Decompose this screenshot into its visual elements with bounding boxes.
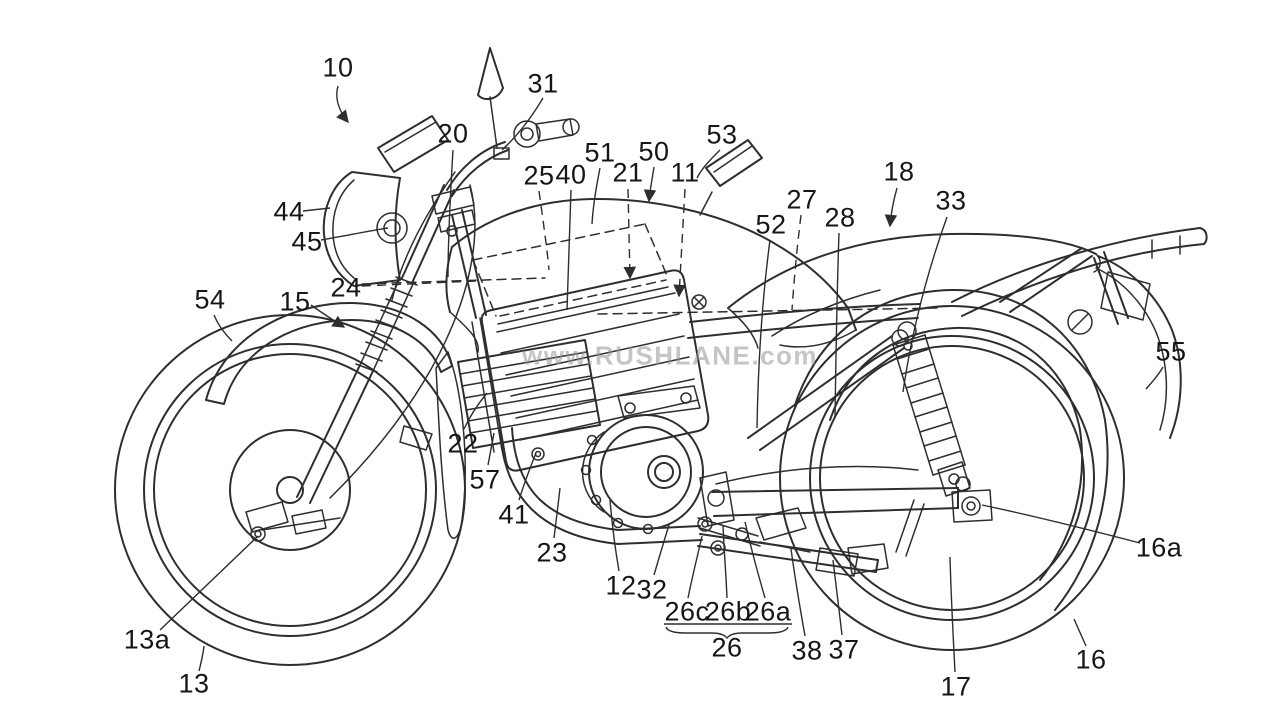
swingarm <box>711 465 959 517</box>
datum-lines <box>361 277 939 315</box>
ref-label-23: 23 <box>536 537 568 568</box>
ref-label-26b: 26b <box>704 596 752 627</box>
ref-label-11: 11 <box>670 157 700 188</box>
ref-label-10: 10 <box>322 52 354 83</box>
ref-label-51: 51 <box>584 137 616 168</box>
ref-label-45: 45 <box>291 226 323 257</box>
ref-label-22: 22 <box>447 428 479 459</box>
front-fender <box>205 301 466 539</box>
ref-label-52: 52 <box>755 209 787 240</box>
leader-lines <box>159 85 1164 673</box>
ref-label-13a: 13a <box>123 624 171 655</box>
ref-label-40: 40 <box>555 159 587 190</box>
rear-fender <box>1067 255 1182 439</box>
ref-label-50: 50 <box>638 136 670 167</box>
front-wheel <box>114 314 466 666</box>
ref-label-28: 28 <box>824 202 856 233</box>
ref-label-16: 16 <box>1075 644 1107 675</box>
ref-label-17: 17 <box>940 671 972 702</box>
ref-label-33: 33 <box>935 185 967 216</box>
ref-label-12: 12 <box>605 570 637 601</box>
front-fork <box>296 184 476 504</box>
ref-label-18: 18 <box>883 156 915 187</box>
headlight <box>322 171 408 287</box>
motor <box>580 385 704 535</box>
ref-label-44: 44 <box>273 196 305 227</box>
ref-label-21: 21 <box>612 157 644 188</box>
star-bolt <box>691 294 707 310</box>
ref-label-54: 54 <box>194 284 226 315</box>
rear-shock <box>892 321 971 497</box>
turn-signal <box>699 139 763 216</box>
frame <box>451 209 921 545</box>
ref-label-27: 27 <box>786 184 818 215</box>
ref-label-37: 37 <box>828 634 860 665</box>
ref-label-55: 55 <box>1155 336 1187 367</box>
cables <box>329 171 476 499</box>
ref-label-31: 31 <box>527 68 559 99</box>
tank-cover <box>445 197 857 353</box>
ref-label-20: 20 <box>437 118 469 149</box>
rear-rack <box>951 227 1208 325</box>
ref-label-26: 26 <box>711 632 743 663</box>
ref-label-25: 25 <box>523 160 555 191</box>
instrument-panel <box>377 115 449 173</box>
rear-inner-fender <box>794 288 1109 611</box>
label-group-brace <box>664 623 792 640</box>
ref-label-53: 53 <box>706 119 738 150</box>
ref-label-26c: 26c <box>664 596 710 627</box>
mirror <box>477 47 504 149</box>
ref-label-38: 38 <box>791 635 823 666</box>
ref-label-24: 24 <box>330 272 362 303</box>
ref-label-26a: 26a <box>744 596 792 627</box>
ref-label-57: 57 <box>469 464 501 495</box>
ref-label-41: 41 <box>498 499 530 530</box>
ref-label-32: 32 <box>636 574 668 605</box>
ref-label-16a: 16a <box>1135 532 1183 563</box>
ref-label-13: 13 <box>178 668 210 699</box>
ref-label-15: 15 <box>279 286 311 317</box>
watermark: www.RUSHLANE.com <box>521 340 819 371</box>
side-stand <box>697 499 925 577</box>
